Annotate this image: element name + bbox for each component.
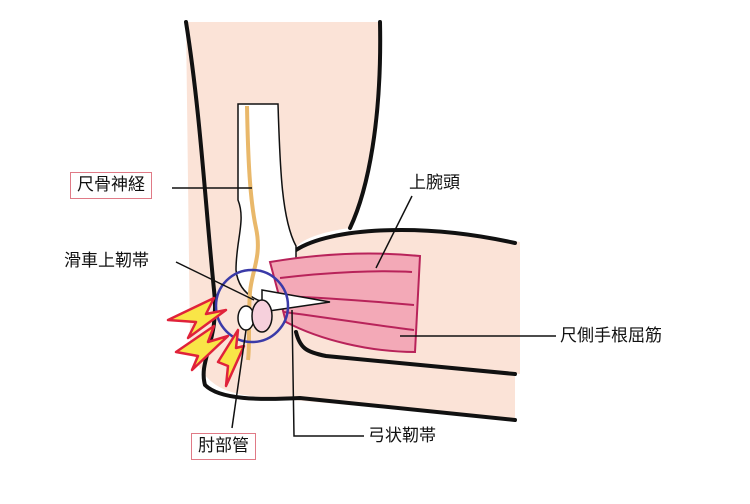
fcu-muscle bbox=[268, 252, 422, 354]
leader-cubital bbox=[231, 329, 247, 429]
leader-epicondyle bbox=[375, 195, 413, 269]
pain-lightning-icon bbox=[166, 296, 246, 388]
muscle-fiber-1 bbox=[279, 270, 413, 279]
trochlear-ligament-label: 滑車上靭帯 bbox=[64, 251, 149, 271]
leader-arcuate bbox=[291, 309, 364, 437]
medial-epicondyle-label: 上腕頭 bbox=[409, 173, 460, 193]
forearm-top-outline bbox=[294, 228, 517, 252]
arcuate-ligament-label: 弓状靭帯 bbox=[368, 426, 436, 446]
ulna-head bbox=[251, 299, 273, 333]
cubital-tunnel-label: 肘部管 bbox=[191, 433, 256, 460]
upper-arm-front-outline bbox=[348, 20, 383, 230]
muscle-fiber-3 bbox=[283, 311, 415, 331]
leader-trochlear bbox=[175, 261, 255, 301]
forearm-bottom-outline bbox=[294, 330, 517, 376]
cubital-tunnel-circle bbox=[214, 268, 290, 344]
ulnar-nerve-label: 尺骨神経 bbox=[70, 172, 152, 199]
fcu-muscle-label: 尺側手根屈筋 bbox=[560, 326, 662, 346]
